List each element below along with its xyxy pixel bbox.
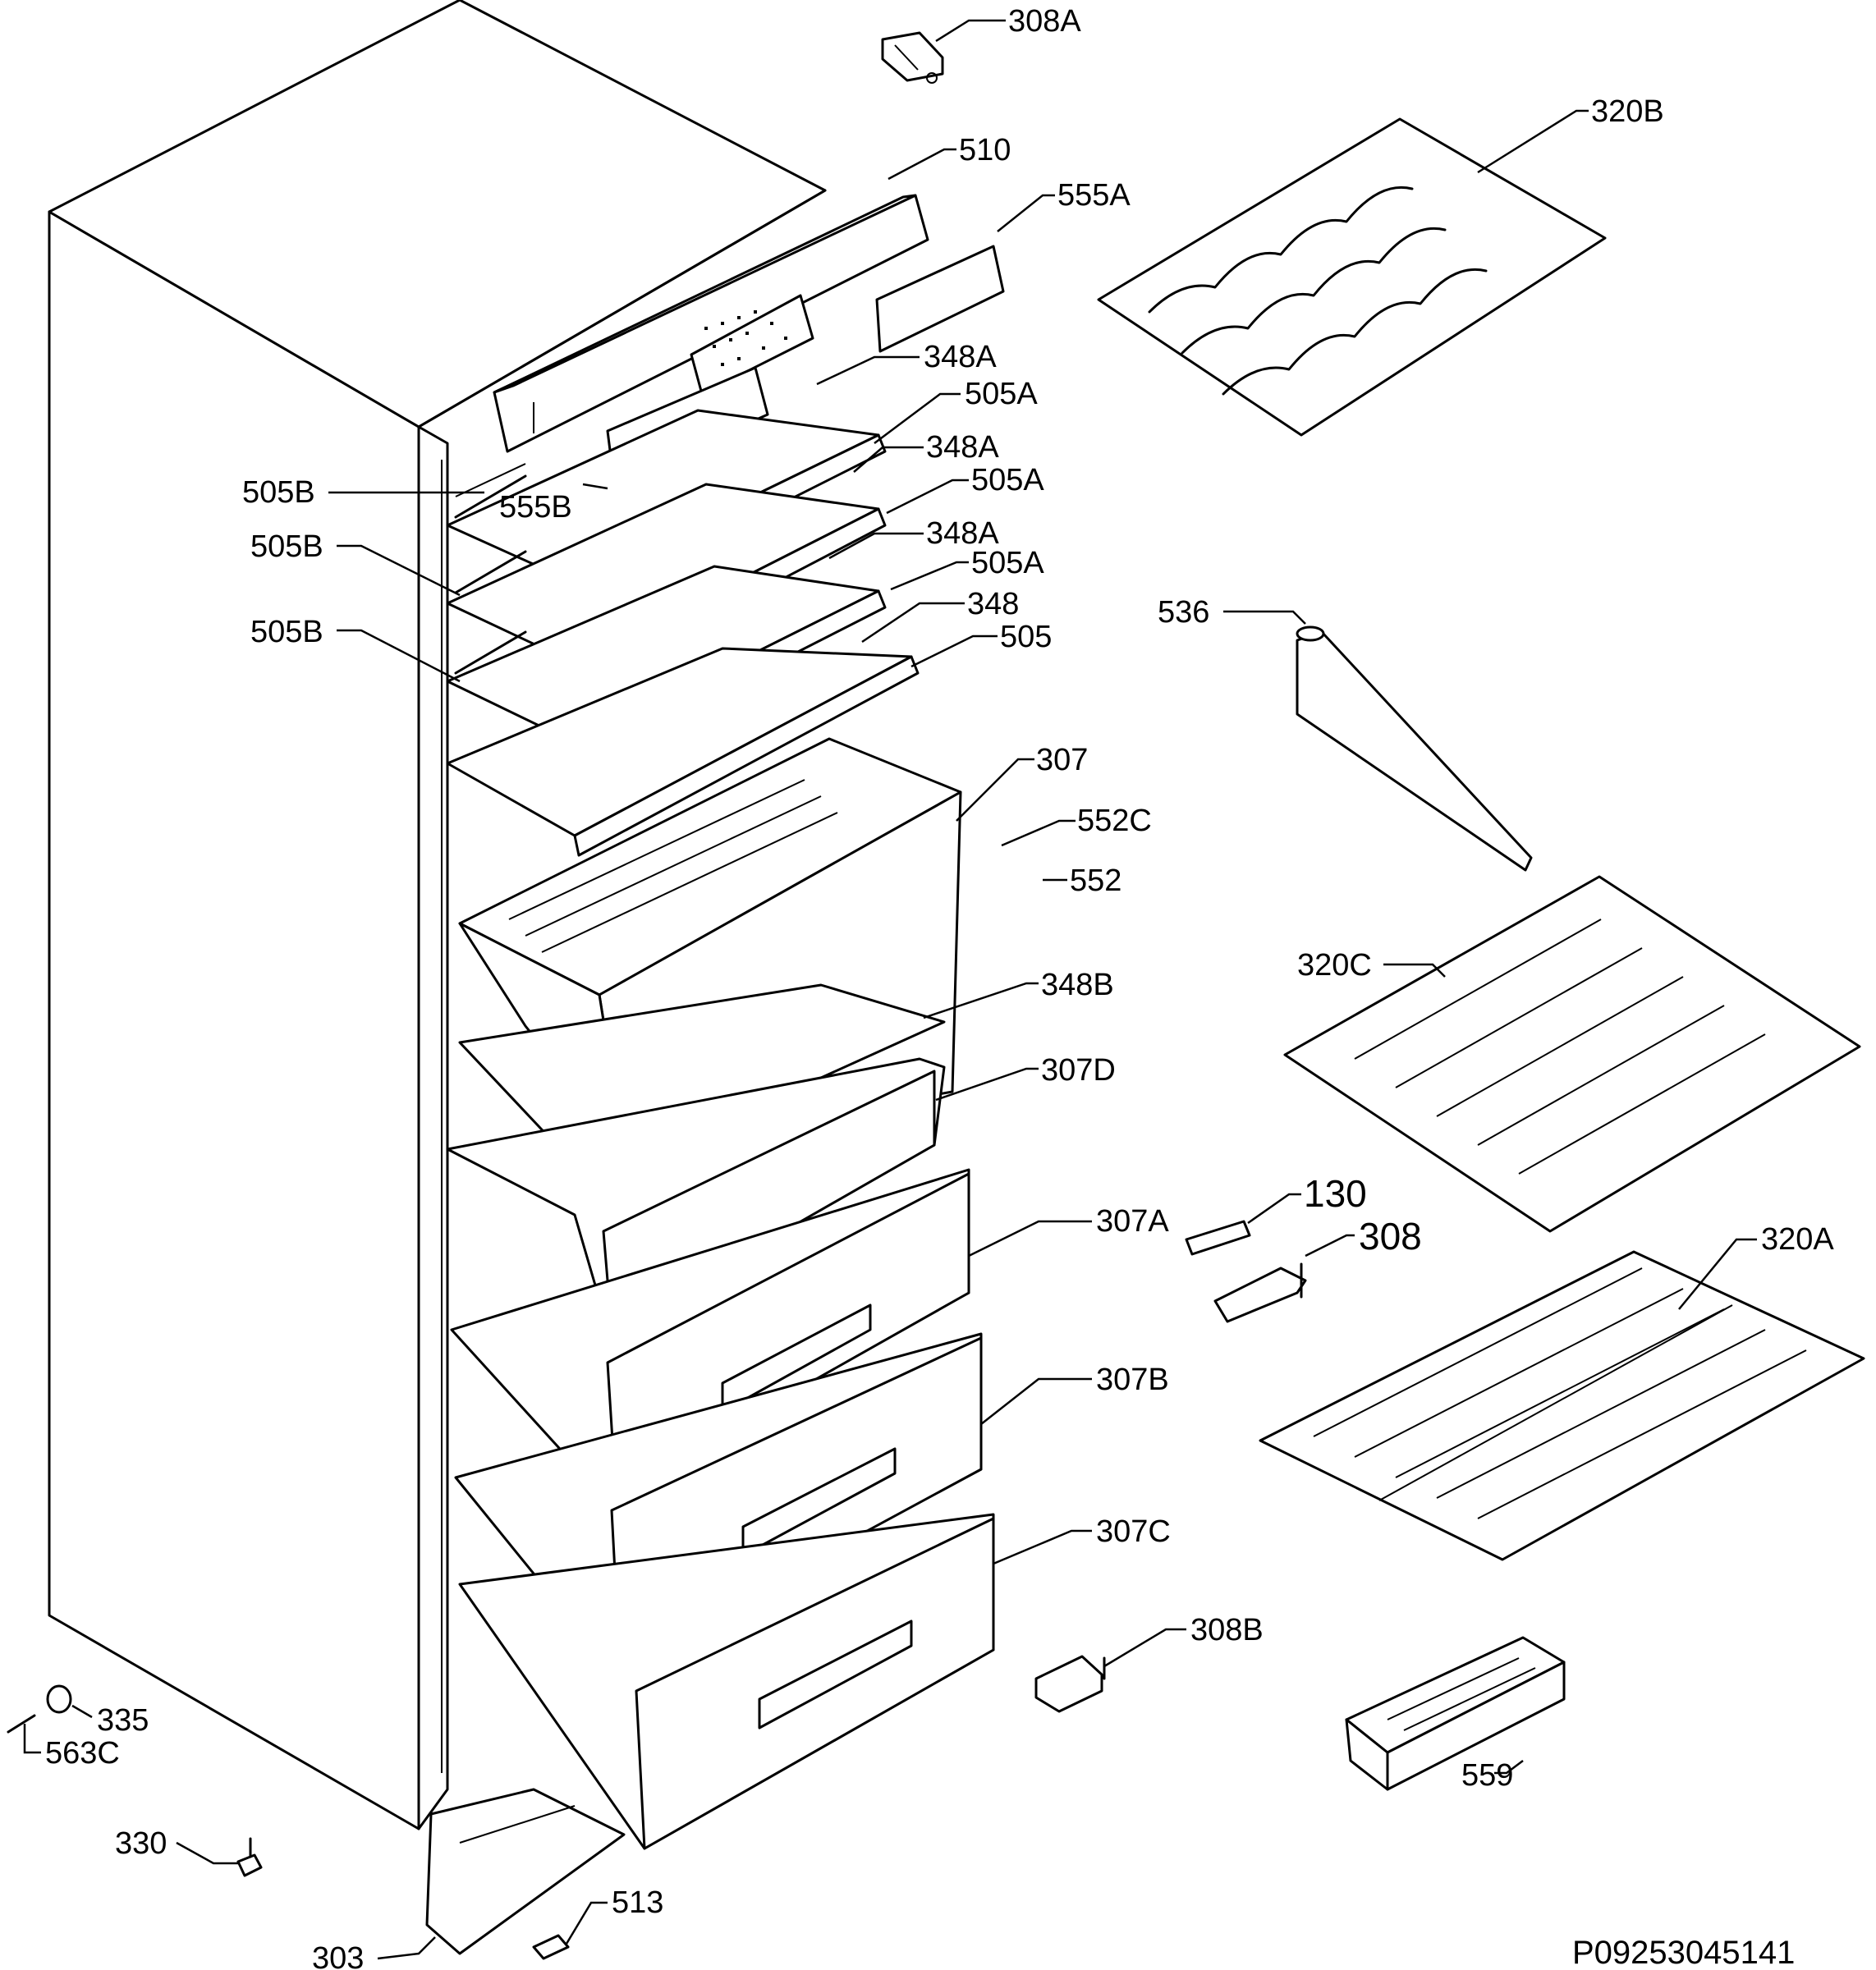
part-labels: 308A 320B 510 555A 348A 505A 348A 505A 3… [45, 4, 1834, 1970]
bottle-rack-320b [1097, 117, 1607, 437]
hinge-308 [1213, 1262, 1307, 1323]
label-130: 130 [1304, 1172, 1367, 1215]
label-505a-3: 505A [971, 546, 1044, 580]
label-505a-1: 505A [965, 377, 1038, 411]
label-348b: 348B [1041, 968, 1114, 1002]
label-320b: 320B [1591, 94, 1664, 129]
label-307d: 307D [1041, 1053, 1116, 1088]
hinge-308b [1034, 1655, 1106, 1713]
label-505a-2: 505A [971, 463, 1044, 497]
cabinet [48, 0, 827, 1830]
label-303: 303 [312, 1941, 364, 1970]
label-307c: 307C [1096, 1514, 1171, 1549]
document-id: P09253045141 [1572, 1935, 1795, 1970]
label-307: 307 [1036, 743, 1088, 777]
block-130 [1185, 1220, 1251, 1256]
label-307b: 307B [1096, 1363, 1169, 1397]
label-505b-2: 505B [250, 529, 323, 564]
label-559: 559 [1461, 1758, 1513, 1793]
label-348a-1: 348A [924, 340, 997, 374]
label-563c: 563C [45, 1736, 120, 1771]
label-505: 505 [1000, 620, 1052, 654]
base-cover-303 [425, 1788, 626, 1955]
label-320c: 320C [1297, 948, 1372, 983]
label-510: 510 [959, 133, 1011, 167]
label-552c: 552C [1077, 804, 1152, 838]
label-335: 335 [97, 1703, 149, 1738]
drawer-307c [458, 1513, 995, 1850]
foot-330 [236, 1837, 263, 1877]
label-307a: 307A [1096, 1204, 1169, 1239]
control-panel-510 [493, 194, 929, 453]
divider-536 [1296, 625, 1533, 872]
label-505b-3: 505B [250, 615, 323, 649]
leader-lines [23, 19, 1757, 1960]
clip-513 [532, 1934, 570, 1960]
label-308a: 308A [1008, 4, 1081, 39]
shelf-frame-320c [1283, 875, 1861, 1233]
glass-shelf-4 [446, 647, 920, 857]
label-348a-3: 348A [926, 516, 999, 551]
hinge-308a [881, 31, 944, 84]
label-348: 348 [967, 587, 1019, 621]
label-320a: 320A [1761, 1222, 1834, 1257]
label-513: 513 [612, 1885, 663, 1920]
label-308: 308 [1359, 1215, 1422, 1258]
label-308b: 308B [1190, 1613, 1264, 1647]
label-505b-1: 505B [242, 475, 315, 510]
label-555b: 555B [499, 490, 572, 525]
roller-335 [46, 1684, 72, 1714]
tray-559 [1345, 1636, 1566, 1791]
cover-555a [875, 245, 1005, 353]
label-552: 552 [1070, 864, 1121, 898]
pin-563c [7, 1714, 36, 1734]
label-555a: 555A [1057, 178, 1131, 213]
label-330: 330 [115, 1826, 167, 1861]
wire-shelf-320a [1259, 1250, 1865, 1561]
label-348a-2: 348A [926, 430, 999, 465]
shelf-rails-505b [454, 474, 527, 675]
label-536: 536 [1158, 595, 1209, 630]
